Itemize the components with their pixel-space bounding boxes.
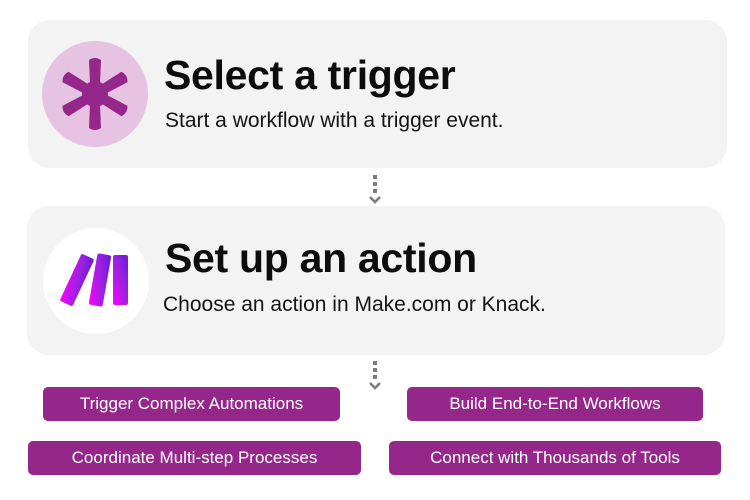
connector-arrow-2 <box>368 361 382 390</box>
feature-pill-thousands-of-tools[interactable]: Connect with Thousands of Tools <box>389 441 721 475</box>
step-card-trigger[interactable]: Select a trigger Start a workflow with a… <box>28 20 727 168</box>
step-title: Select a trigger <box>164 52 456 98</box>
action-icon-badge <box>43 228 149 334</box>
asterisk-icon <box>62 58 128 130</box>
step-title: Set up an action <box>165 235 477 281</box>
make-logo-icon <box>60 253 128 307</box>
arrow-down-icon <box>369 196 381 204</box>
feature-pill-multi-step-processes[interactable]: Coordinate Multi-step Processes <box>28 441 361 475</box>
step-subtitle: Start a workflow with a trigger event. <box>165 109 504 132</box>
trigger-icon-badge <box>42 41 148 147</box>
step-card-action[interactable]: Set up an action Choose an action in Mak… <box>27 206 725 355</box>
feature-pill-trigger-automations[interactable]: Trigger Complex Automations <box>43 387 340 421</box>
arrow-down-icon <box>369 382 381 390</box>
feature-pill-end-to-end-workflows[interactable]: Build End-to-End Workflows <box>407 387 703 421</box>
step-subtitle: Choose an action in Make.com or Knack. <box>163 293 546 316</box>
connector-arrow-1 <box>368 175 382 204</box>
